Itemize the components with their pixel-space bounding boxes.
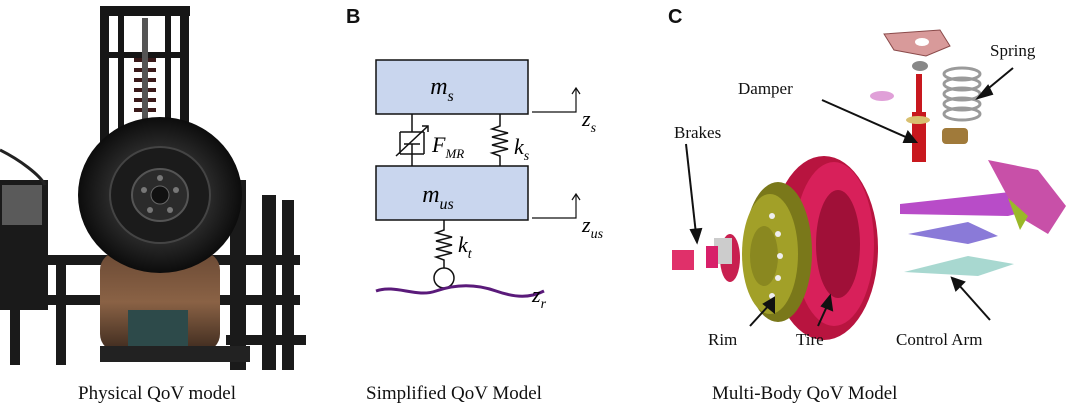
panel-letter-b: B xyxy=(346,6,361,28)
svg-text:ks: ks xyxy=(514,134,530,164)
brake-assembly-icon xyxy=(672,234,740,282)
control-arm-icon xyxy=(900,160,1066,276)
damper-strut-icon xyxy=(906,74,930,162)
caption-multibody: Multi-Body QoV Model xyxy=(712,383,898,404)
tire-spring-icon xyxy=(433,220,453,268)
unsprung-mass-subscript: us xyxy=(440,196,454,213)
damper-symbol: F xyxy=(431,132,446,157)
z-sprung-symbol: z xyxy=(581,106,591,131)
panel-letter-c: C xyxy=(668,6,683,28)
road-z-symbol: z xyxy=(531,282,541,307)
physical-model-photo xyxy=(0,0,310,370)
tire-spring-subscript: t xyxy=(468,247,473,262)
sprung-mass-block xyxy=(375,59,529,115)
coil-spring-icon xyxy=(942,66,982,122)
caption-simplified: Simplified QoV Model xyxy=(366,383,542,404)
svg-text:zs: zs xyxy=(581,106,597,136)
unsprung-mass-block xyxy=(375,165,529,221)
svg-text:kt: kt xyxy=(458,232,473,262)
brakes-label: Brakes xyxy=(674,123,721,142)
road-contact-wheel xyxy=(433,267,455,289)
spring-label: Spring xyxy=(990,41,1036,60)
road-profile-icon xyxy=(375,284,545,298)
z-sprung-subscript: s xyxy=(591,121,597,136)
z-unsprung-subscript: us xyxy=(591,227,604,242)
svg-text:ms: ms xyxy=(430,74,454,105)
z-sprung-arrow-icon xyxy=(532,88,577,113)
svg-text:FMR: FMR xyxy=(431,132,464,161)
mr-damper-icon xyxy=(395,114,429,166)
suspension-spring-subscript: s xyxy=(524,149,530,164)
z-unsprung-arrow-icon xyxy=(532,194,577,219)
tire-spring-symbol: k xyxy=(458,232,469,257)
sprung-mass-subscript: s xyxy=(448,88,454,105)
control-arm-label: Control Arm xyxy=(896,330,982,349)
sprung-mass-symbol: m xyxy=(430,74,447,100)
caption-physical: Physical QoV model xyxy=(78,383,236,404)
z-unsprung-symbol: z xyxy=(581,212,591,237)
damper-subscript: MR xyxy=(444,146,464,161)
road-z-subscript: r xyxy=(541,297,547,312)
svg-text:zus: zus xyxy=(581,212,604,242)
simplified-model-diagram: ms mus FMR ks kt zr zs xyxy=(375,59,604,312)
rim-label: Rim xyxy=(708,330,737,349)
suspension-spring-symbol: k xyxy=(514,134,525,159)
svg-text:zr: zr xyxy=(531,282,547,312)
tire-label: Tire xyxy=(796,330,824,349)
unsprung-mass-symbol: m xyxy=(422,182,439,208)
rim-icon xyxy=(742,182,812,322)
multibody-model-diagram: Spring Damper Brakes Rim Tire Control Ar… xyxy=(672,29,1066,349)
damper-label: Damper xyxy=(738,79,793,98)
suspension-spring-icon xyxy=(489,114,509,166)
svg-text:mus: mus xyxy=(422,182,454,213)
